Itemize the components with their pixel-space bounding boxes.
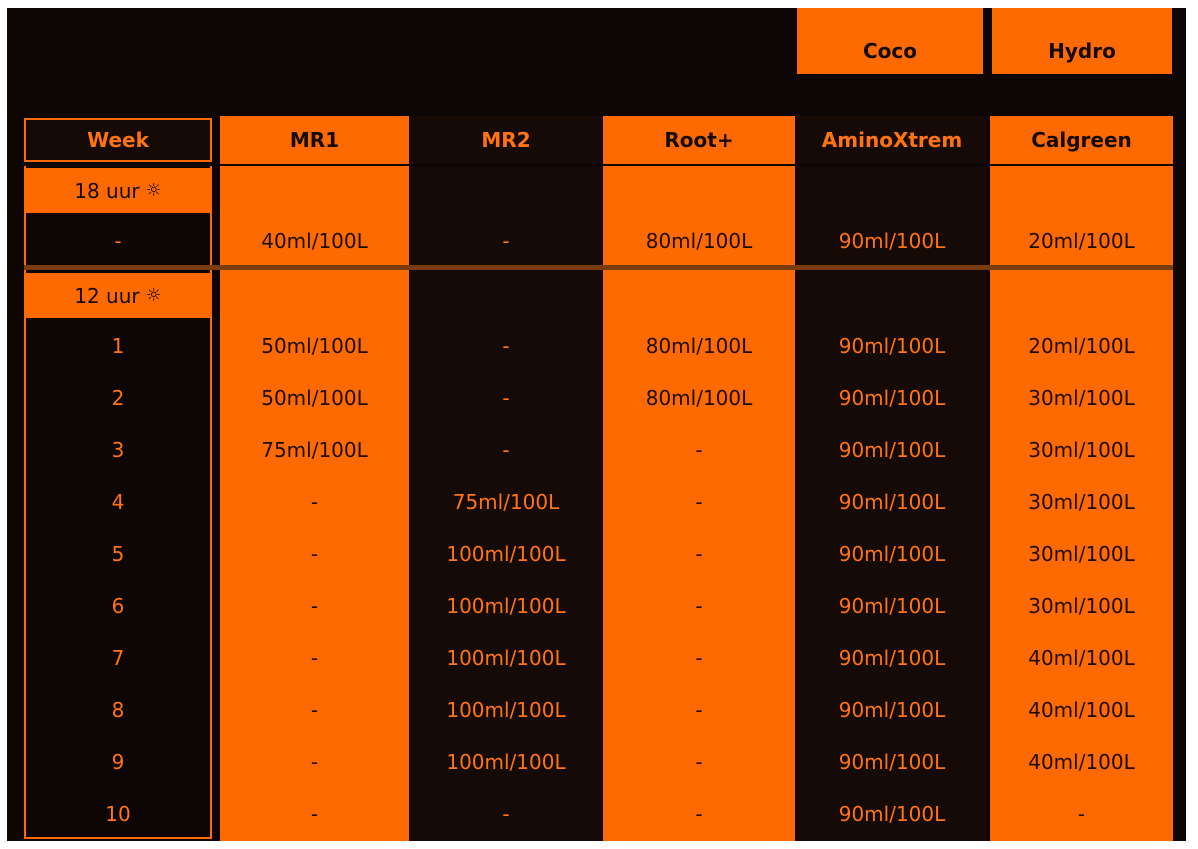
column-mr1 [220, 166, 409, 841]
cell-mr2: 100ml/100L [446, 646, 566, 670]
cell-week: 7 [111, 646, 125, 670]
column-week [24, 166, 212, 839]
cell-mr1: 75ml/100L [261, 438, 368, 462]
cell-amino: 90ml/100L [838, 229, 946, 253]
cell-amino: 90ml/100L [838, 542, 946, 566]
cell-calgreen: 30ml/100L [1028, 594, 1135, 618]
header-root: Root+ [603, 116, 795, 164]
phase-12-uur: 12 uur☼ [24, 273, 212, 318]
cell-root: - [695, 594, 703, 618]
cell-calgreen: 40ml/100L [1028, 698, 1135, 722]
cell-root: 80ml/100L [645, 386, 753, 410]
cell-mr1: - [310, 802, 319, 826]
cell-amino: 90ml/100L [838, 490, 946, 514]
cell-amino: 90ml/100L [838, 646, 946, 670]
cell-mr1: - [310, 542, 319, 566]
cell-mr2: - [502, 229, 510, 253]
cell-mr1: - [310, 646, 319, 670]
hydro-label: Hydro [992, 8, 1172, 74]
cell-mr1: - [310, 698, 319, 722]
cell-mr2: - [502, 438, 510, 462]
cell-root: 80ml/100L [645, 229, 753, 253]
cell-root: - [695, 490, 703, 514]
cell-root: 80ml/100L [645, 334, 753, 358]
cell-amino: 90ml/100L [838, 438, 946, 462]
cell-mr2: 100ml/100L [446, 698, 566, 722]
cell-mr2: 100ml/100L [446, 594, 566, 618]
cell-root: - [695, 750, 703, 774]
header-aminoxtrem: AminoXtrem [797, 116, 987, 164]
cell-root: - [695, 698, 703, 722]
cell-mr2: - [502, 802, 510, 826]
column-root [603, 166, 795, 841]
cell-calgreen: 20ml/100L [1028, 229, 1135, 253]
sun-icon: ☼ [145, 180, 162, 201]
cell-week: 6 [111, 594, 125, 618]
cell-amino: 90ml/100L [838, 802, 946, 826]
cell-root: - [695, 802, 703, 826]
column-calgreen [990, 166, 1173, 841]
cell-week: 9 [111, 750, 125, 774]
cell-calgreen: 30ml/100L [1028, 542, 1135, 566]
column-aminoxtrem [797, 166, 987, 841]
coco-label: Coco [797, 8, 983, 74]
header-week: Week [24, 118, 212, 162]
schedule-table: Coco Hydro Week MR1 MR2 Root+ AminoXtrem… [7, 8, 1186, 841]
cell-calgreen: 40ml/100L [1028, 750, 1135, 774]
header-calgreen: Calgreen [990, 116, 1173, 164]
cell-week: 8 [111, 698, 125, 722]
cell-calgreen: 30ml/100L [1028, 438, 1135, 462]
cell-amino: 90ml/100L [838, 594, 946, 618]
header-mr1: MR1 [220, 116, 409, 164]
cell-week: 5 [111, 542, 125, 566]
cell-mr1: - [310, 750, 319, 774]
cell-week: 4 [111, 490, 125, 514]
cell-root: - [695, 438, 703, 462]
cell-root: - [695, 542, 703, 566]
phase-divider [24, 265, 1173, 270]
cell-calgreen: 20ml/100L [1028, 334, 1135, 358]
cell-amino: 90ml/100L [838, 698, 946, 722]
cell-week: 1 [111, 334, 125, 358]
cell-week: 3 [111, 438, 125, 462]
cell-mr1: 50ml/100L [261, 386, 368, 410]
sun-icon: ☼ [145, 285, 162, 306]
cell-week: 10 [105, 802, 131, 826]
cell-amino: 90ml/100L [838, 386, 946, 410]
cell-calgreen: 40ml/100L [1028, 646, 1135, 670]
cell-mr2: - [502, 386, 510, 410]
cell-calgreen: 30ml/100L [1028, 490, 1135, 514]
cell-mr2: 100ml/100L [446, 750, 566, 774]
cell-week: 2 [111, 386, 125, 410]
cell-mr1: - [310, 594, 319, 618]
header-mr2: MR2 [410, 116, 602, 164]
cell-mr1: - [310, 490, 319, 514]
phase-18-uur: 18 uur☼ [24, 168, 212, 213]
cell-calgreen: - [1077, 802, 1086, 826]
cell-mr2: - [502, 334, 510, 358]
cell-mr2: 100ml/100L [446, 542, 566, 566]
cell-root: - [695, 646, 703, 670]
column-mr2 [410, 166, 602, 841]
cell-week: - [114, 229, 122, 253]
cell-mr1: 50ml/100L [261, 334, 368, 358]
cell-mr1: 40ml/100L [261, 229, 368, 253]
cell-amino: 90ml/100L [838, 334, 946, 358]
cell-mr2: 75ml/100L [452, 490, 560, 514]
cell-calgreen: 30ml/100L [1028, 386, 1135, 410]
cell-amino: 90ml/100L [838, 750, 946, 774]
